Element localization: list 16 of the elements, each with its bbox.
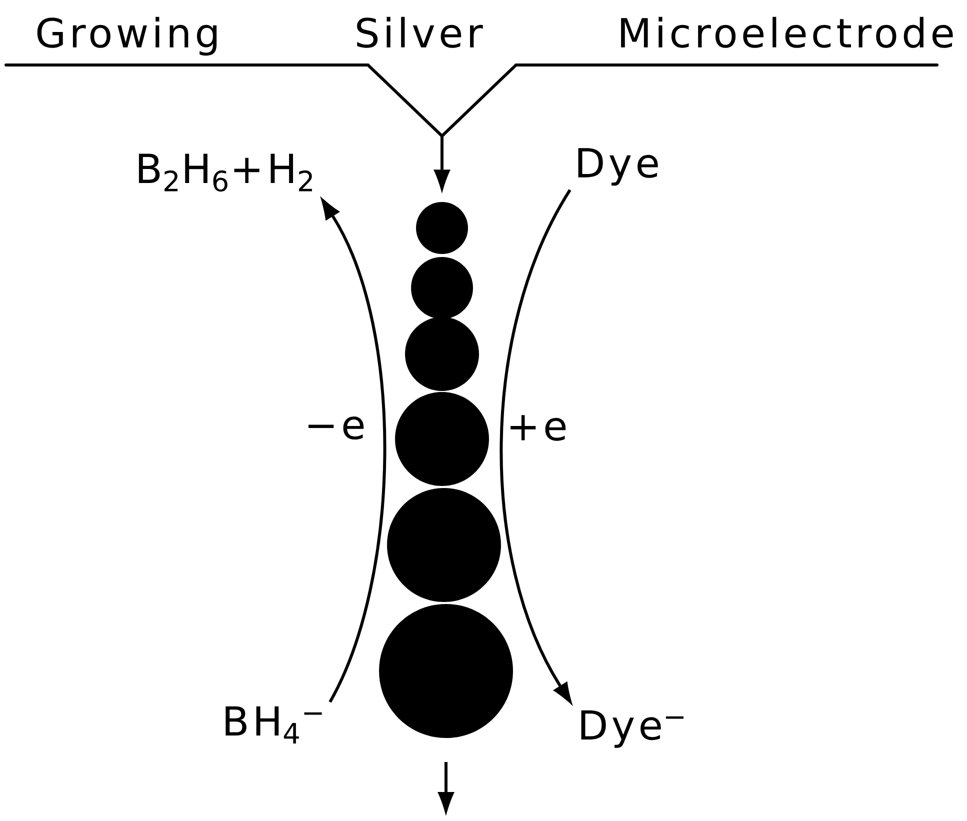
particle xyxy=(405,317,479,391)
particle xyxy=(379,604,513,738)
electrode-label: Growing Silver Microelectrode xyxy=(37,16,953,56)
particle xyxy=(387,488,501,602)
edge-label: +e xyxy=(504,413,570,443)
particle xyxy=(411,257,473,319)
particle xyxy=(416,202,468,254)
species-label: BH$_{4}$− xyxy=(226,706,322,744)
species-label: Dye xyxy=(578,148,658,186)
edge-label: −e xyxy=(302,414,368,442)
species-label: B$_{2}$H$_{6}$+H$_{2}$ xyxy=(138,154,312,192)
curved-arrow xyxy=(500,189,573,706)
curved-arrow xyxy=(320,196,386,703)
species-label: Dye$^{−}$ xyxy=(581,710,684,748)
particle xyxy=(395,392,489,486)
arrow xyxy=(434,136,450,194)
